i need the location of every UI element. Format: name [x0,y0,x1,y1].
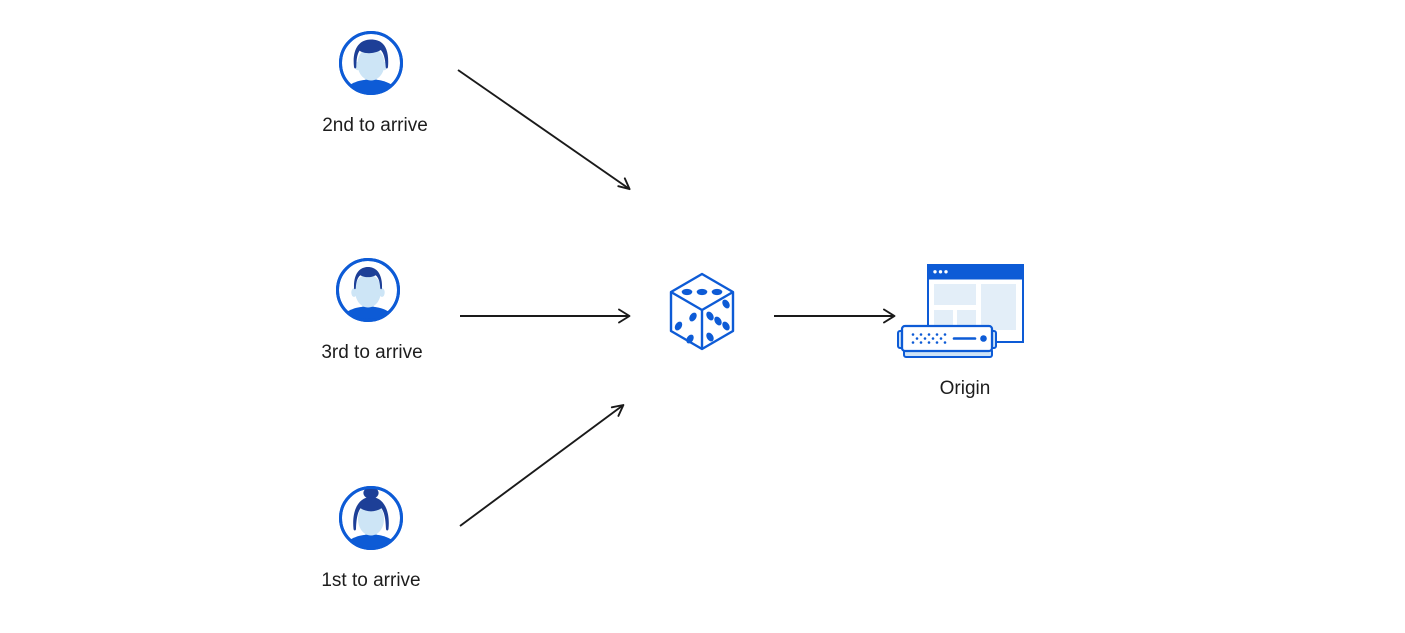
visitor-first-label: 1st to arrive [321,570,421,591]
visitor-third-label: 3rd to arrive [321,342,423,363]
visitor-second-node: 2nd to arrive [322,29,428,136]
user-avatar-icon [339,486,403,550]
arrow-first-to-dice [459,404,625,527]
origin-label: Origin [939,378,991,399]
arrow-dice-to-origin [774,308,896,324]
origin-node: Origin [896,264,1026,399]
visitor-third-node: 3rd to arrive [321,256,423,363]
visitor-second-label: 2nd to arrive [322,115,428,136]
server-box [897,324,997,358]
user-avatar-icon [339,31,403,95]
visitor-first-node: 1st to arrive [321,484,421,591]
origin-server-icon [897,264,1024,358]
random-selector-node [667,271,737,353]
arrow-second-to-dice [457,69,631,191]
arrow-third-to-dice [460,308,631,324]
dice-icon [669,272,735,351]
user-avatar-icon [336,258,400,322]
